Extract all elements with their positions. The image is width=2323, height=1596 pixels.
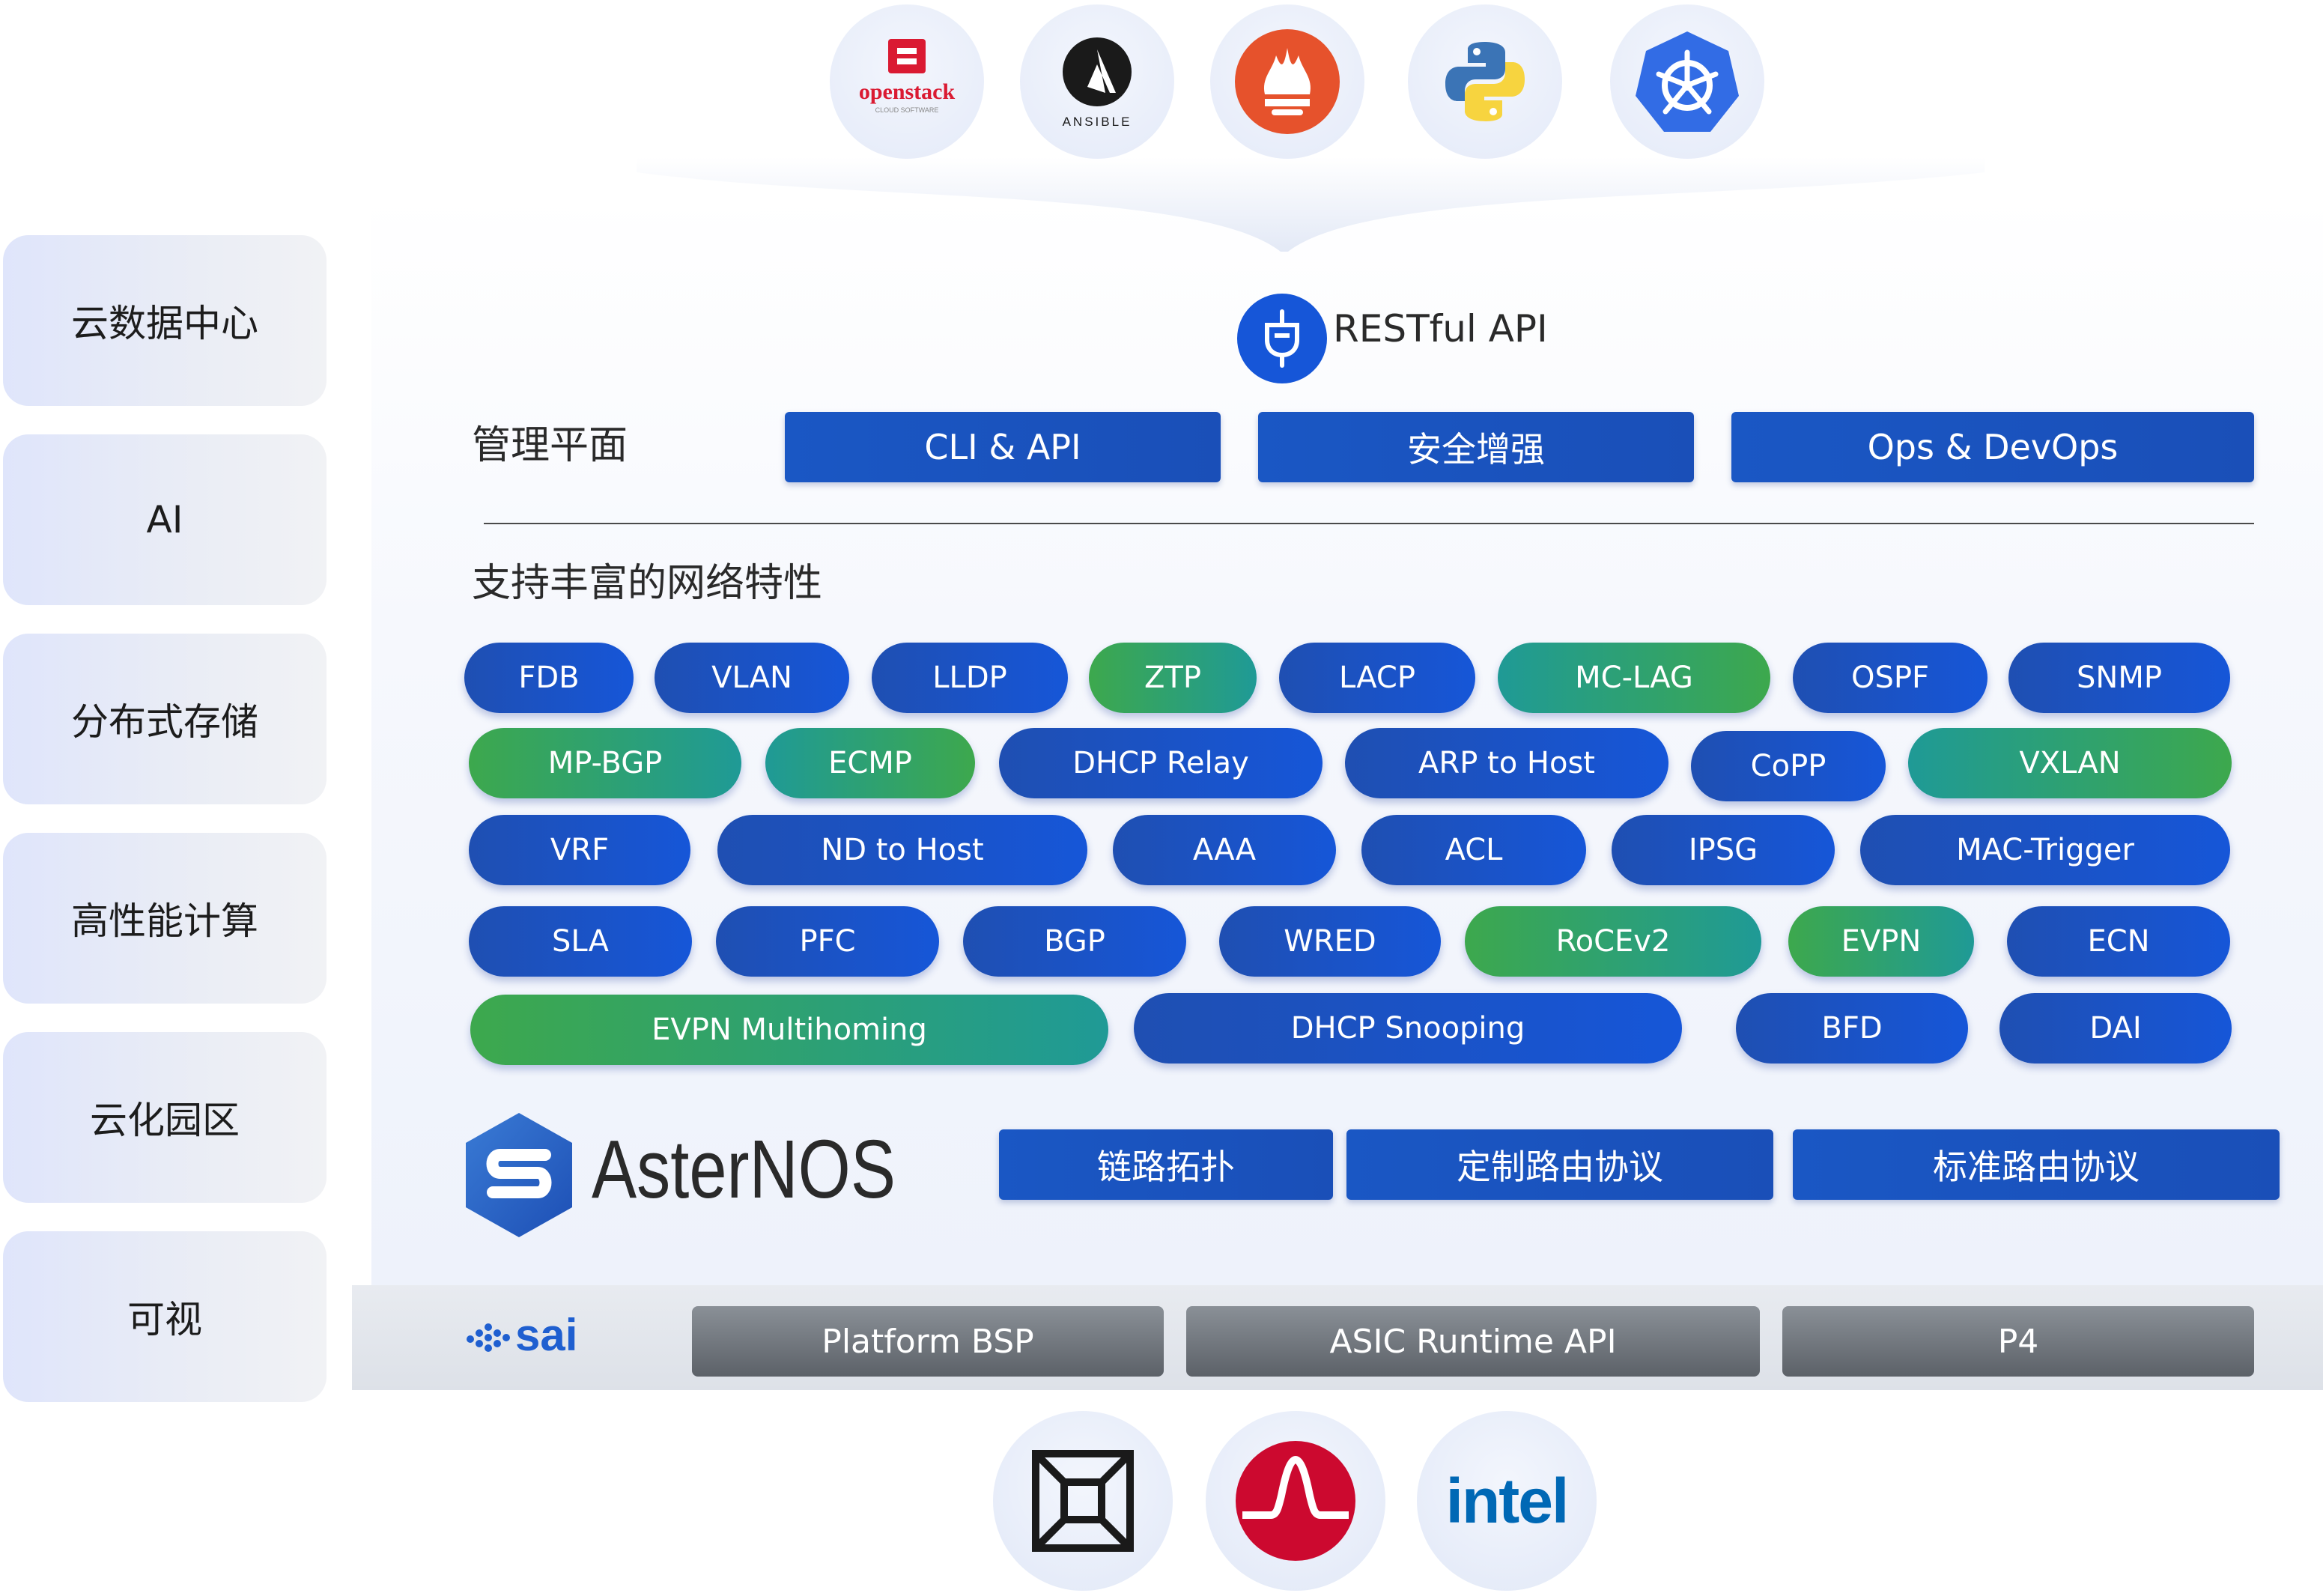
feature-pill[interactable]: FDB: [464, 643, 634, 713]
platform-bsp-button[interactable]: Platform BSP: [692, 1306, 1164, 1377]
feature-pill[interactable]: DAI: [1999, 993, 2232, 1064]
asic-runtime-api-button[interactable]: ASIC Runtime API: [1186, 1306, 1760, 1377]
svg-text:openstack: openstack: [859, 79, 956, 104]
feature-pill[interactable]: DHCP Relay: [999, 728, 1323, 798]
mgmt-cli-api-button[interactable]: CLI & API: [785, 412, 1221, 482]
funnel-shape: [637, 157, 1985, 252]
protocol-standard-routing-button[interactable]: 标准路由协议: [1793, 1129, 2280, 1200]
scenario-visibility: 可视: [3, 1231, 327, 1402]
feature-pill[interactable]: CoPP: [1691, 731, 1886, 801]
python-icon: [1408, 4, 1562, 159]
feature-pill[interactable]: VLAN: [655, 643, 849, 713]
features-title: 支持丰富的网络特性: [472, 561, 823, 606]
feature-pill[interactable]: OSPF: [1793, 643, 1988, 713]
feature-pill[interactable]: ZTP: [1089, 643, 1257, 713]
feature-pill[interactable]: BFD: [1736, 993, 1968, 1064]
feature-pill[interactable]: LLDP: [872, 643, 1068, 713]
sai-label: sai: [515, 1310, 578, 1360]
feature-pill[interactable]: SNMP: [2008, 643, 2230, 713]
asternos-title: AsterNOS: [592, 1123, 896, 1216]
feature-pill[interactable]: DHCP Snooping: [1134, 993, 1682, 1064]
kubernetes-icon: [1610, 4, 1764, 159]
svg-text:ANSIBLE: ANSIBLE: [1063, 115, 1132, 129]
p4-button[interactable]: P4: [1782, 1306, 2254, 1377]
feature-pill[interactable]: VXLAN: [1908, 728, 2232, 798]
openstack-icon: openstack CLOUD SOFTWARE: [830, 4, 984, 159]
feature-pill[interactable]: IPSG: [1612, 815, 1835, 885]
feature-pill[interactable]: ECN: [2007, 906, 2230, 977]
feature-pill[interactable]: VRF: [469, 815, 690, 885]
mgmt-ops-devops-button[interactable]: Ops & DevOps: [1731, 412, 2254, 482]
svg-text:CLOUD SOFTWARE: CLOUD SOFTWARE: [875, 106, 939, 114]
restful-api-label: RESTful API: [1333, 307, 1548, 351]
management-title: 管理平面: [472, 423, 628, 468]
plug-icon: [1237, 294, 1327, 383]
feature-pill[interactable]: EVPN Multihoming: [470, 995, 1108, 1065]
feature-pill[interactable]: MC-LAG: [1498, 643, 1770, 713]
broadcom-icon: [1206, 1411, 1385, 1591]
prometheus-icon: [1210, 4, 1364, 159]
section-divider: [484, 523, 2254, 524]
scenario-ai: AI: [3, 434, 327, 605]
scenario-hpc: 高性能计算: [3, 833, 327, 1004]
feature-pill[interactable]: BGP: [963, 906, 1186, 977]
feature-pill[interactable]: SLA: [469, 906, 692, 977]
feature-pill[interactable]: WRED: [1219, 906, 1441, 977]
ansible-icon: ANSIBLE: [1020, 4, 1174, 159]
scenario-distributed-storage: 分布式存储: [3, 634, 327, 804]
feature-pill[interactable]: ACL: [1361, 815, 1586, 885]
asic-vendor-icon: [993, 1411, 1173, 1591]
feature-pill[interactable]: ECMP: [765, 728, 975, 798]
asternos-logo-icon: [466, 1113, 572, 1237]
intel-icon: intel: [1417, 1411, 1597, 1591]
sai-dots-icon: [467, 1323, 510, 1352]
protocol-link-topology-button[interactable]: 链路拓扑: [999, 1129, 1333, 1200]
mgmt-security-button[interactable]: 安全增强: [1258, 412, 1694, 482]
feature-pill[interactable]: LACP: [1279, 643, 1475, 713]
feature-pill[interactable]: RoCEv2: [1465, 906, 1761, 977]
feature-pill[interactable]: ARP to Host: [1345, 728, 1668, 798]
feature-pill[interactable]: AAA: [1113, 815, 1336, 885]
feature-pill[interactable]: ND to Host: [717, 815, 1087, 885]
feature-pill[interactable]: MAC-Trigger: [1860, 815, 2230, 885]
feature-pill[interactable]: PFC: [716, 906, 939, 977]
scenario-cloud-datacenter: 云数据中心: [3, 235, 327, 406]
protocol-custom-routing-button[interactable]: 定制路由协议: [1346, 1129, 1773, 1200]
feature-pill[interactable]: MP-BGP: [469, 728, 741, 798]
sai-logo: sai: [464, 1309, 577, 1361]
feature-pill[interactable]: EVPN: [1788, 906, 1974, 977]
scenario-cloud-campus: 云化园区: [3, 1032, 327, 1203]
